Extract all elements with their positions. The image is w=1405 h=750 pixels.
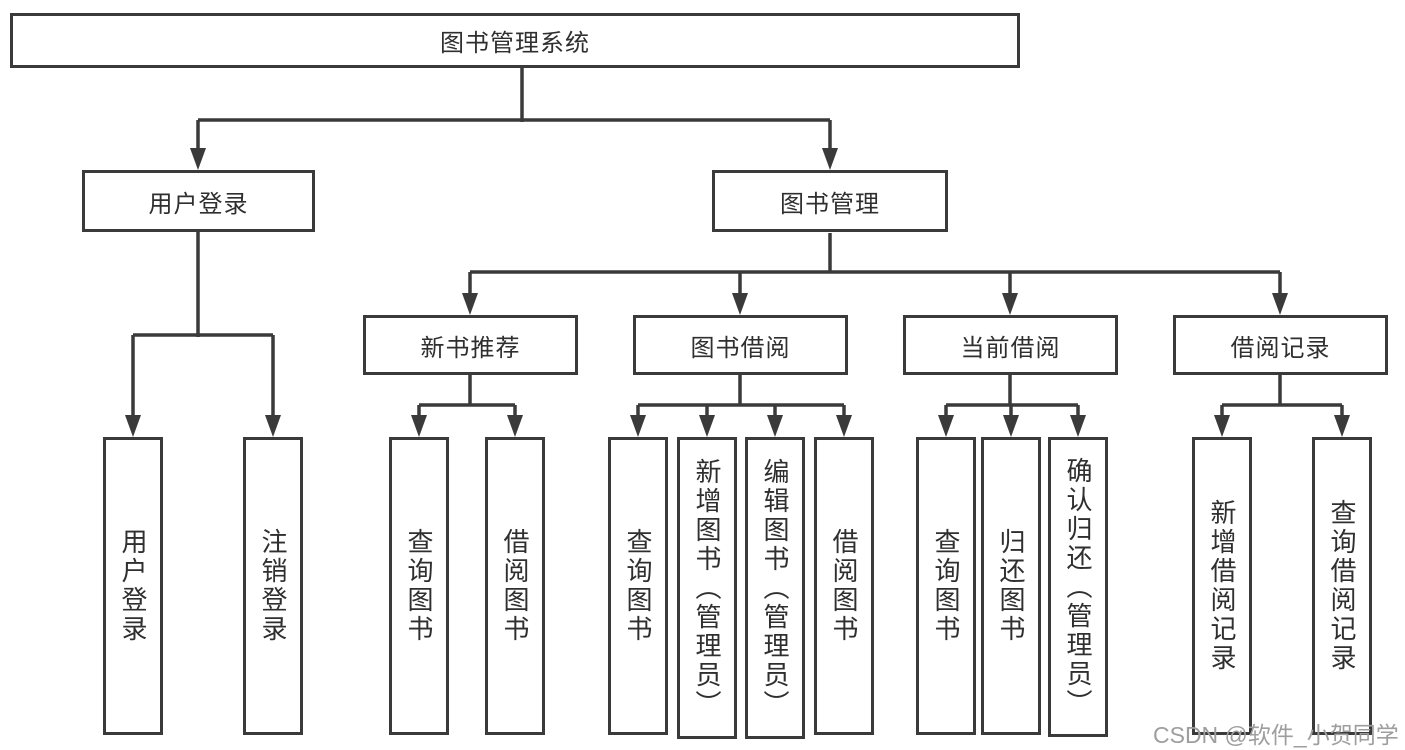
leaf-borrow-books-newbook: 借阅图书 xyxy=(485,437,545,735)
arrowhead xyxy=(699,415,715,437)
connector-path xyxy=(131,68,1344,416)
arrowhead xyxy=(190,148,206,170)
arrowhead xyxy=(767,415,783,437)
arrowhead xyxy=(1002,293,1018,315)
arrowhead xyxy=(822,148,838,170)
arrowhead xyxy=(265,415,281,437)
arrowhead xyxy=(1003,415,1019,437)
leaf-user-login: 用户登录 xyxy=(103,437,163,735)
node-new-book-recommend: 新书推荐 xyxy=(363,315,578,375)
leaf-borrow-books: 借阅图书 xyxy=(814,437,874,735)
leaf-query-books-borrow: 查询图书 xyxy=(608,437,668,735)
node-library-system: 图书管理系统 xyxy=(10,13,1020,68)
leaf-add-books-admin: 新增图书（管理员） xyxy=(677,437,737,739)
leaf-query-books-newbook: 查询图书 xyxy=(389,437,449,735)
arrowhead xyxy=(507,415,523,437)
arrowhead xyxy=(1214,415,1230,437)
arrowhead xyxy=(1334,415,1350,437)
leaf-query-books-current: 查询图书 xyxy=(916,437,976,735)
node-book-management: 图书管理 xyxy=(712,170,948,232)
arrowhead xyxy=(462,293,478,315)
leaf-return-books: 归还图书 xyxy=(981,437,1041,735)
node-current-borrow: 当前借阅 xyxy=(903,315,1118,375)
arrowhead xyxy=(1070,415,1086,437)
arrowhead xyxy=(836,415,852,437)
arrowhead xyxy=(630,415,646,437)
leaf-logout: 注销登录 xyxy=(243,437,303,735)
arrowhead xyxy=(411,415,427,437)
arrowhead xyxy=(1272,293,1288,315)
csdn-watermark: CSDN @软件_小贺同学 xyxy=(1153,722,1399,748)
leaf-confirm-return-admin: 确认归还（管理员） xyxy=(1048,437,1108,737)
node-user-login: 用户登录 xyxy=(82,170,315,232)
arrowhead xyxy=(125,415,141,437)
leaf-edit-books-admin: 编辑图书（管理员） xyxy=(745,437,805,739)
leaf-add-borrow-record: 新增借阅记录 xyxy=(1192,437,1252,735)
node-borrow-records: 借阅记录 xyxy=(1173,315,1388,375)
node-book-borrow: 图书借阅 xyxy=(633,315,848,375)
leaf-query-borrow-record: 查询借阅记录 xyxy=(1312,437,1372,735)
arrowhead xyxy=(732,293,748,315)
arrowhead xyxy=(938,415,954,437)
